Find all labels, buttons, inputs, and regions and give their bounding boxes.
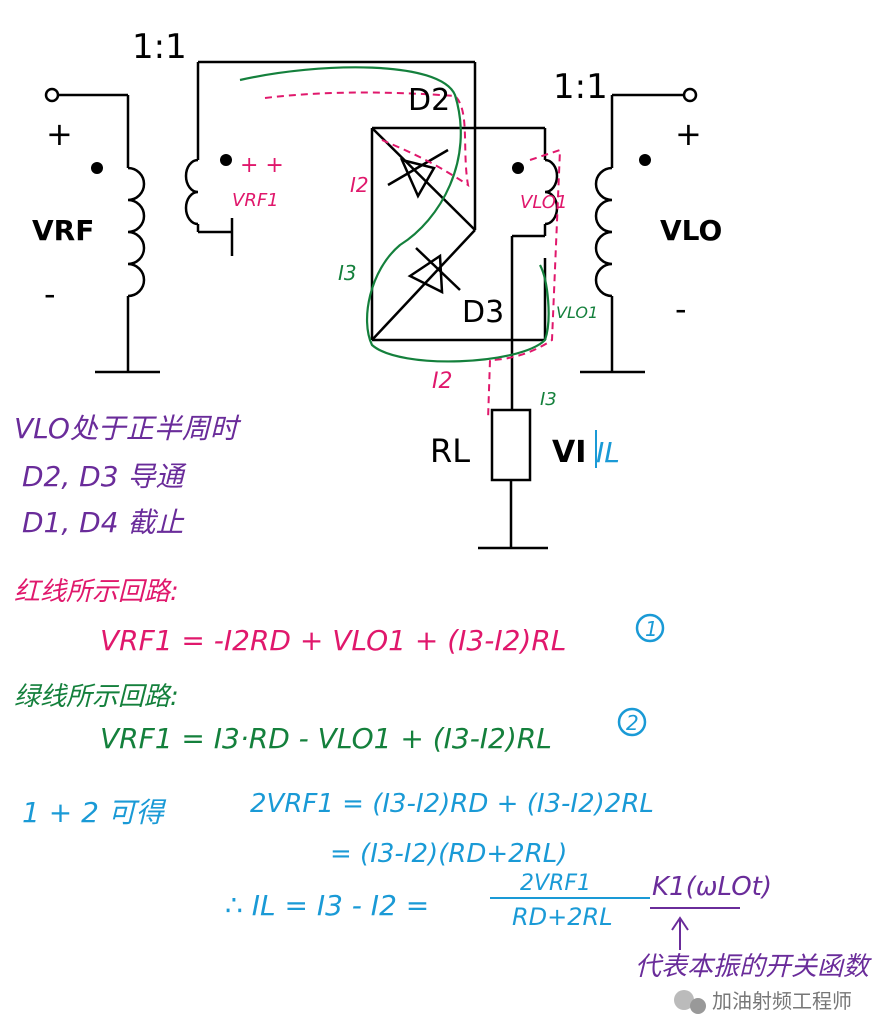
d3-label: D3 (462, 295, 504, 330)
green-loop-path (239, 66, 550, 363)
note-line-2: D2, D3 导通 (22, 460, 187, 493)
load-resistor (478, 408, 548, 550)
note-line-3: D1, D4 截止 (22, 506, 184, 539)
rf-primary-dot (91, 162, 103, 174)
i3-bottom-label: I3 (540, 389, 557, 410)
rl-label: RL (430, 432, 470, 470)
vrf1-label: VRF1 (232, 190, 279, 211)
vlo-label: VLO (660, 214, 722, 247)
eq-1-number: 1 (645, 617, 658, 641)
note-line-1: VLO处于正半周时 (14, 412, 242, 445)
wechat-icon (674, 990, 706, 1014)
i2-top-label: I2 (350, 173, 369, 197)
k1-note: 代表本振的开关函数 (635, 952, 872, 982)
watermark-text: 加油射频工程师 (712, 989, 852, 1013)
red-loop-equation: VRF1 = -I2RD + VLO1 + (I3-I2)RL (100, 624, 566, 657)
rf-transformer (44, 60, 475, 374)
diode-d3 (407, 247, 461, 295)
red-loop-path (264, 91, 562, 421)
vlo-plus-label: + (675, 115, 702, 153)
fraction-denominator: RD+2RL (512, 903, 613, 931)
vrf-plus-label: + (46, 115, 73, 153)
vrf-label: VRF (32, 214, 94, 247)
vlo1-top-label: VLO1 (520, 192, 567, 213)
i3-left-label: I3 (338, 261, 357, 285)
green-loop-title: 绿线所示回路: (14, 682, 179, 712)
rf-secondary-dot (220, 154, 232, 166)
diode-bridge (370, 62, 545, 342)
diode-d2 (387, 148, 449, 199)
k1-label: K1(ωLOt) (652, 872, 772, 902)
vrf-minus-label: - (44, 275, 56, 313)
eq-1-circle (635, 613, 665, 643)
il-label: IL (596, 436, 620, 469)
vi-label: VI (552, 435, 586, 470)
k1-arrow-head (671, 916, 689, 931)
lo-transformer (510, 87, 698, 410)
fraction-numerator: 2VRF1 (520, 871, 591, 896)
sum-therefore: ∴ IL = I3 - I2 = (225, 889, 429, 922)
vlo1-bottom-label: VLO1 (556, 303, 598, 322)
eq-2-circle (617, 707, 647, 737)
sum-label: 1 + 2 可得 (22, 796, 167, 829)
vlo-minus-label: - (675, 290, 687, 328)
lo-secondary-dot (512, 162, 524, 174)
eq-2-number: 2 (626, 711, 639, 735)
sum-equation-2: = (I3-I2)(RD+2RL) (330, 839, 567, 869)
plus-marks: + + (240, 153, 284, 178)
sum-equation-1: 2VRF1 = (I3-I2)RD + (I3-I2)2RL (250, 789, 654, 819)
ratio-left-label: 1:1 (132, 27, 187, 67)
lo-primary-dot (639, 154, 651, 166)
ratio-right-label: 1:1 (553, 67, 608, 107)
d2-label: D2 (408, 83, 450, 118)
i2-bottom-label: I2 (432, 369, 453, 394)
red-loop-title: 红线所示回路: (14, 577, 179, 607)
green-loop-equation: VRF1 = I3·RD - VLO1 + (I3-I2)RL (100, 722, 552, 755)
